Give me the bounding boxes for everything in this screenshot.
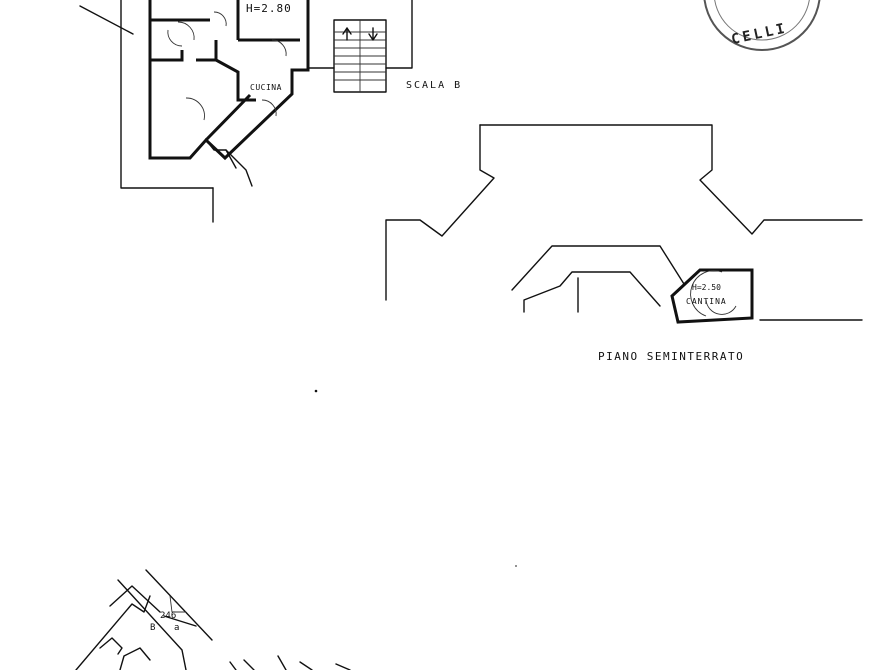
staircase-b [307, 0, 413, 93]
kitchen-label: CUCINA [250, 83, 282, 92]
stamp-text: CELLI [730, 20, 789, 48]
official-stamp: CELLI [703, 0, 821, 51]
parcel-letter-a: a [174, 623, 179, 633]
room-height-label: H=2.80 [246, 2, 292, 15]
semi-basement-plan: H=2.50 CANTINA PIANO SEMINTERRATO [385, 124, 863, 363]
parcel-map-fragment: 246 B a [75, 569, 351, 670]
apartment-plan: H=2.80 CUCINA SCALA B [79, 0, 462, 223]
cantina-room [670, 268, 754, 324]
apartment-outer-wall [148, 0, 310, 161]
cellar-label: CANTINA [686, 297, 727, 306]
parcel-number-label: 246 [160, 611, 176, 621]
floor-name-label: PIANO SEMINTERRATO [598, 350, 744, 363]
stair-b-label: SCALA B [406, 80, 462, 91]
parcel-letter-b: B [150, 623, 155, 633]
cellar-height-label: H=2.50 [692, 283, 721, 292]
